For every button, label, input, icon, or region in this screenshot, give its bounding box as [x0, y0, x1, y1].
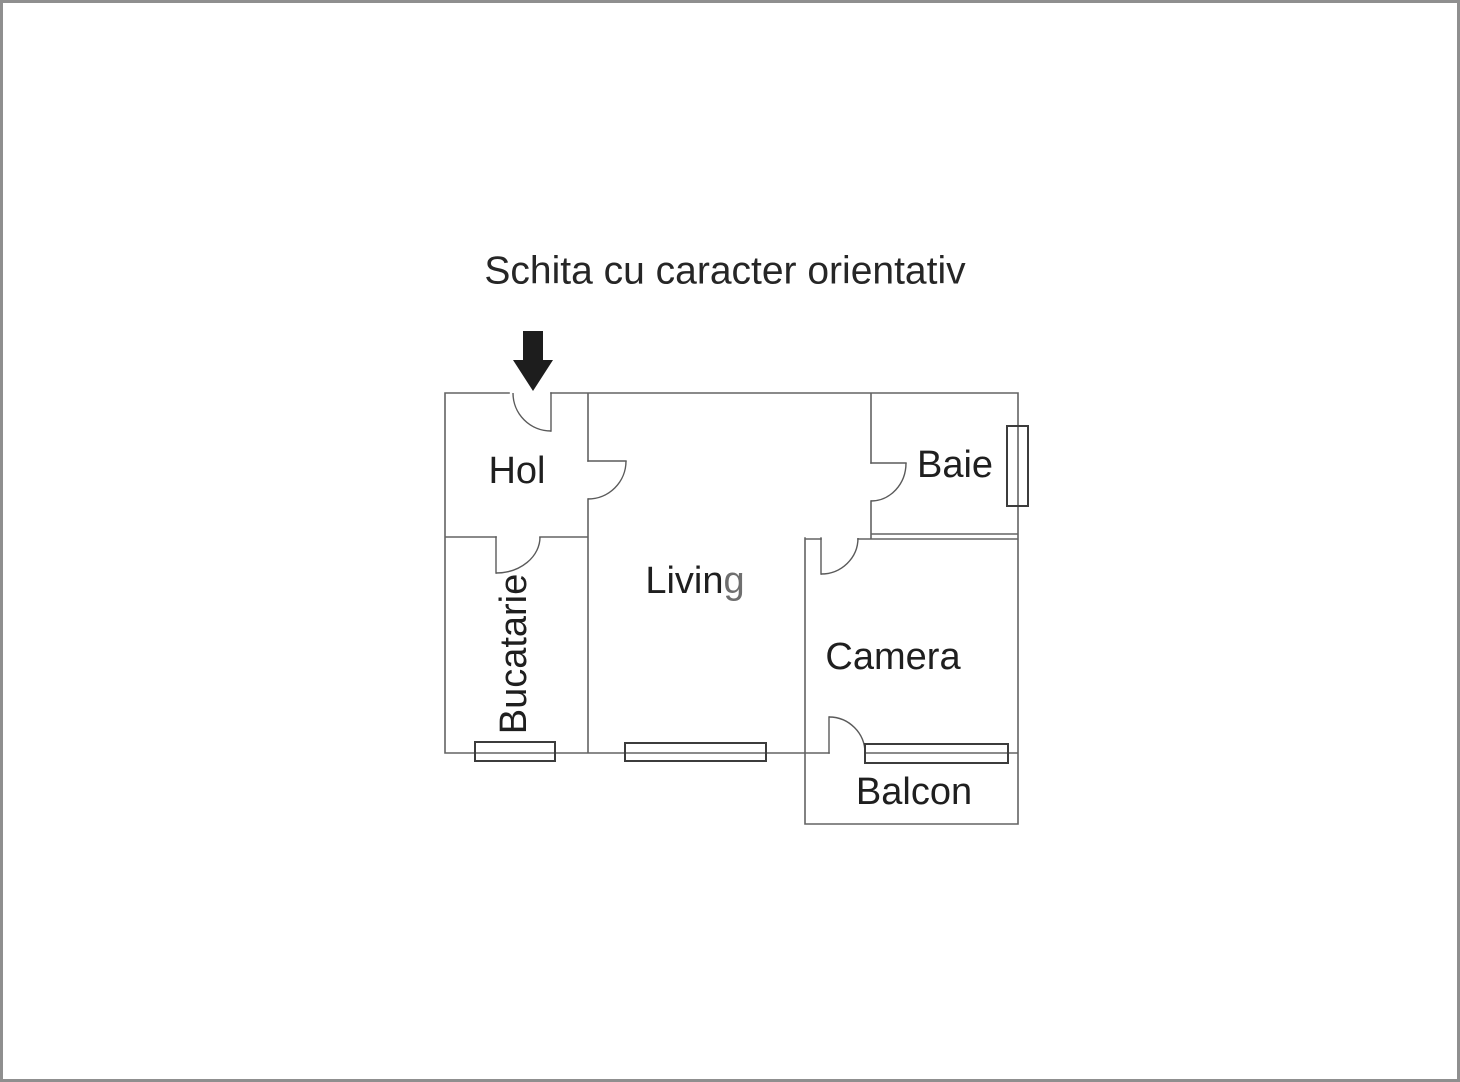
room-label-living: Living	[645, 562, 744, 600]
diagram-title: Schita cu caracter orientativ	[484, 249, 966, 293]
room-label-camera: Camera	[825, 636, 961, 678]
room-label-living-dark: Livin	[645, 560, 724, 602]
window-camera	[864, 743, 1009, 764]
room-label-baie: Baie	[916, 444, 994, 486]
window-living	[624, 742, 767, 762]
room-label-hol: Hol	[488, 450, 546, 492]
walls	[444, 392, 1019, 825]
room-label-living-gray: g	[723, 560, 745, 602]
windows	[474, 425, 1029, 764]
floor-plan-svg	[444, 331, 1029, 825]
door-leaves	[495, 392, 907, 754]
window-bucatarie	[474, 741, 556, 762]
door-arcs	[495, 392, 907, 754]
entrance-arrow-icon	[513, 331, 553, 391]
room-label-balcon: Balcon	[855, 771, 973, 813]
window-baie	[1006, 425, 1029, 507]
room-label-bucatarie: Bucatarie	[493, 573, 535, 735]
